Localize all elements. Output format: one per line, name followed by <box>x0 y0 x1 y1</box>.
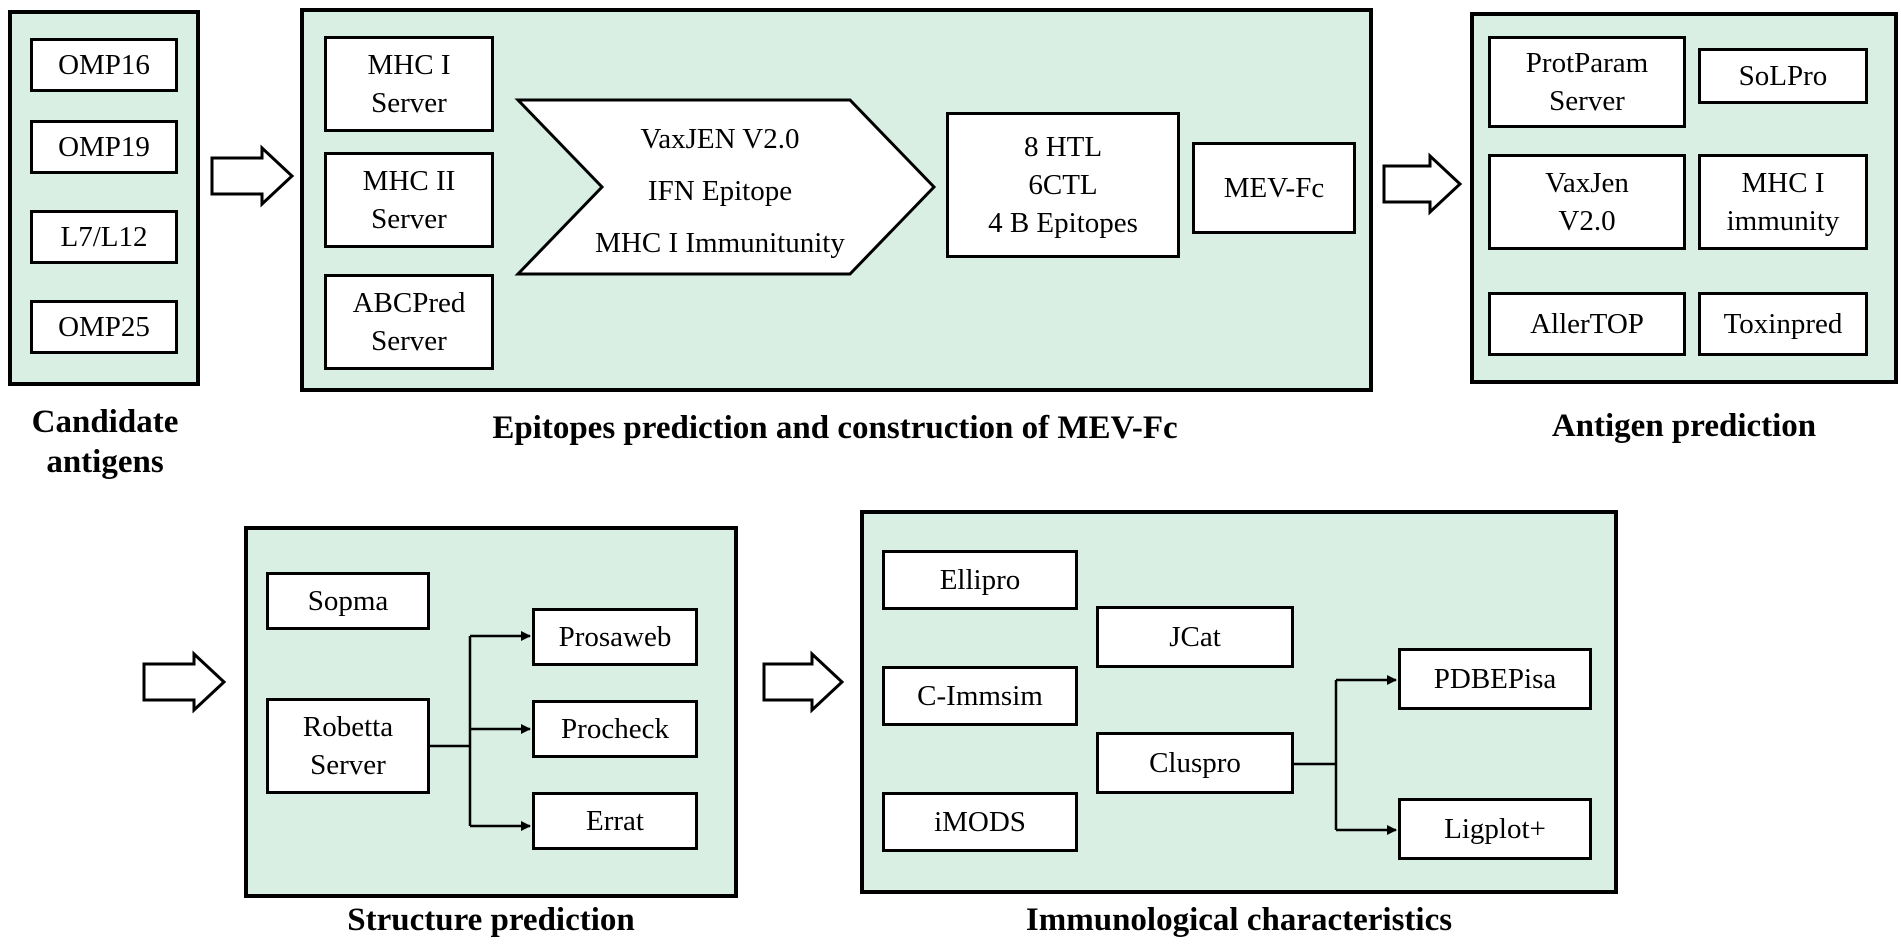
jcat: JCat <box>1096 606 1294 668</box>
chevron-line-vaxjen: VaxJEN V2.0 <box>640 123 800 155</box>
ellipro: Ellipro <box>882 550 1078 610</box>
procheck: Procheck <box>532 700 698 758</box>
chevron-line-mhc-immunity: MHC I Immunitunity <box>595 227 845 259</box>
solpro: SoLPro <box>1698 48 1868 104</box>
flow-arrow-3 <box>142 650 227 714</box>
ligplot: Ligplot+ <box>1398 798 1592 860</box>
antigen-omp16: OMP16 <box>30 38 178 92</box>
antigen-prediction-caption: Antigen prediction <box>1551 408 1817 444</box>
cluspro: Cluspro <box>1096 732 1294 794</box>
selected-epitopes: 8 HTL 6CTL 4 B Epitopes <box>946 112 1180 258</box>
structure-prediction-caption: Structure prediction <box>347 902 635 938</box>
imods: iMODS <box>882 792 1078 852</box>
vaxjen-v2: VaxJen V2.0 <box>1488 154 1686 250</box>
candidate-antigens-caption: Candidate antigens <box>31 404 179 480</box>
c-immsim: C-Immsim <box>882 666 1078 726</box>
mev-fc-box: MEV-Fc <box>1192 142 1356 234</box>
immunological-caption: Immunological characteristics <box>1025 902 1453 938</box>
flow-arrow-4 <box>762 650 845 714</box>
antigen-omp25: OMP25 <box>30 300 178 354</box>
pdbepisa: PDBEPisa <box>1398 648 1592 710</box>
flow-arrow-2 <box>1382 152 1463 216</box>
cluspro-connectors <box>1294 675 1397 835</box>
protparam-server: ProtParam Server <box>1488 36 1686 128</box>
robetta-connectors <box>430 631 531 831</box>
flow-arrow-1 <box>210 144 295 208</box>
robetta-server: Robetta Server <box>266 698 430 794</box>
epitopes-caption: Epitopes prediction and construction of … <box>492 410 1178 446</box>
mhc-ii-server: MHC II Server <box>324 152 494 248</box>
antigen-l7-l12: L7/L12 <box>30 210 178 264</box>
antigen-omp19: OMP19 <box>30 120 178 174</box>
mhc-i-immunity: MHC I immunity <box>1698 154 1868 250</box>
allertop: AllerTOP <box>1488 292 1686 356</box>
mhc-i-server: MHC I Server <box>324 36 494 132</box>
toxinpred: Toxinpred <box>1698 292 1868 356</box>
prosaweb: Prosaweb <box>532 608 698 666</box>
sopma: Sopma <box>266 572 430 630</box>
abcpred-server: ABCPred Server <box>324 274 494 370</box>
errat: Errat <box>532 792 698 850</box>
chevron-line-ifn-epitope: IFN Epitope <box>647 175 793 207</box>
